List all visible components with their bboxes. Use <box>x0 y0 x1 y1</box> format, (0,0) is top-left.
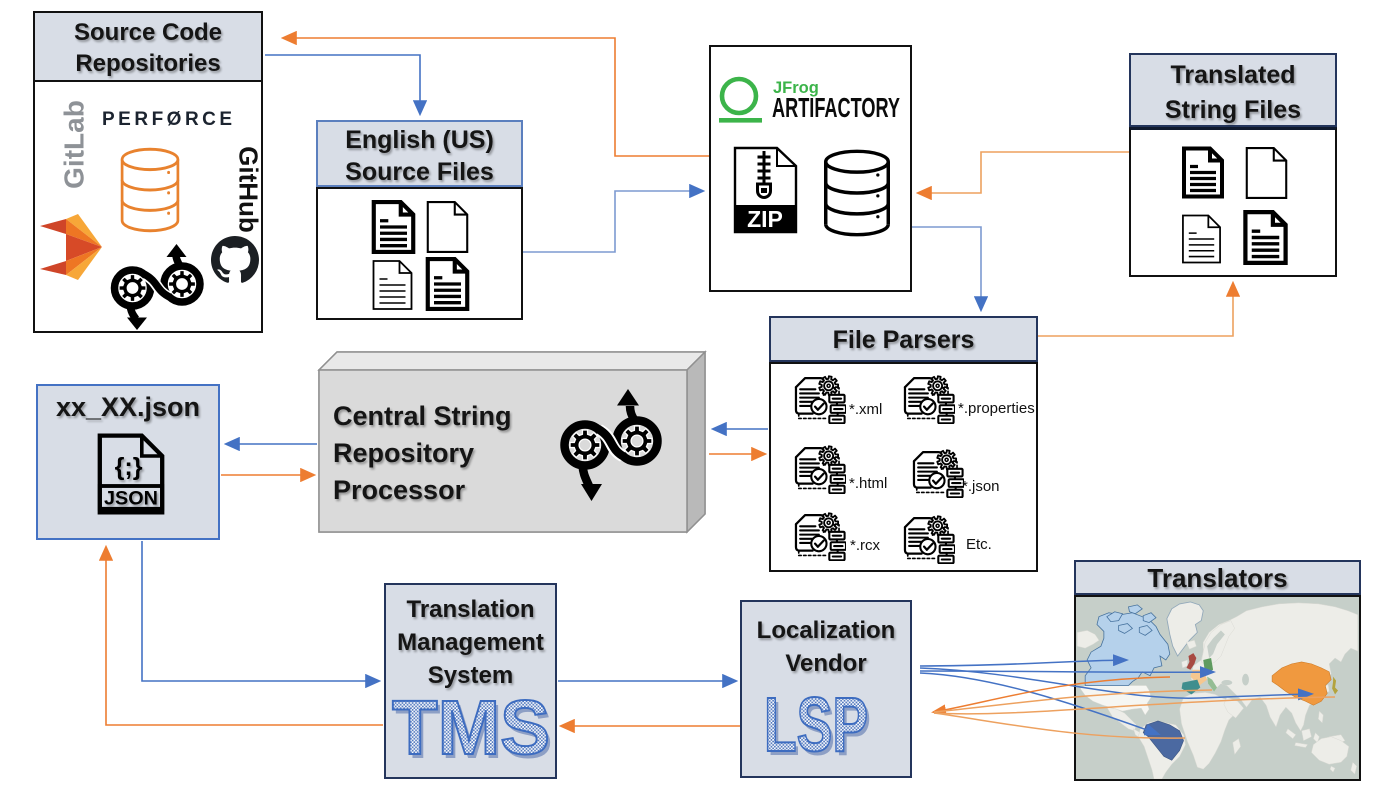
svg-text:LSP: LSP <box>767 688 871 762</box>
svg-text:TMS: TMS <box>395 692 553 764</box>
svg-text:ZIP: ZIP <box>747 206 783 232</box>
svg-text:JSON: JSON <box>104 488 158 510</box>
svg-text:TMS: TMS <box>392 692 550 764</box>
svg-text:LSP: LSP <box>764 688 868 762</box>
svg-text:{;}: {;} <box>115 453 143 481</box>
svg-text:ARTIFACTORY: ARTIFACTORY <box>772 92 900 123</box>
svg-text:JFrog: JFrog <box>773 79 819 97</box>
